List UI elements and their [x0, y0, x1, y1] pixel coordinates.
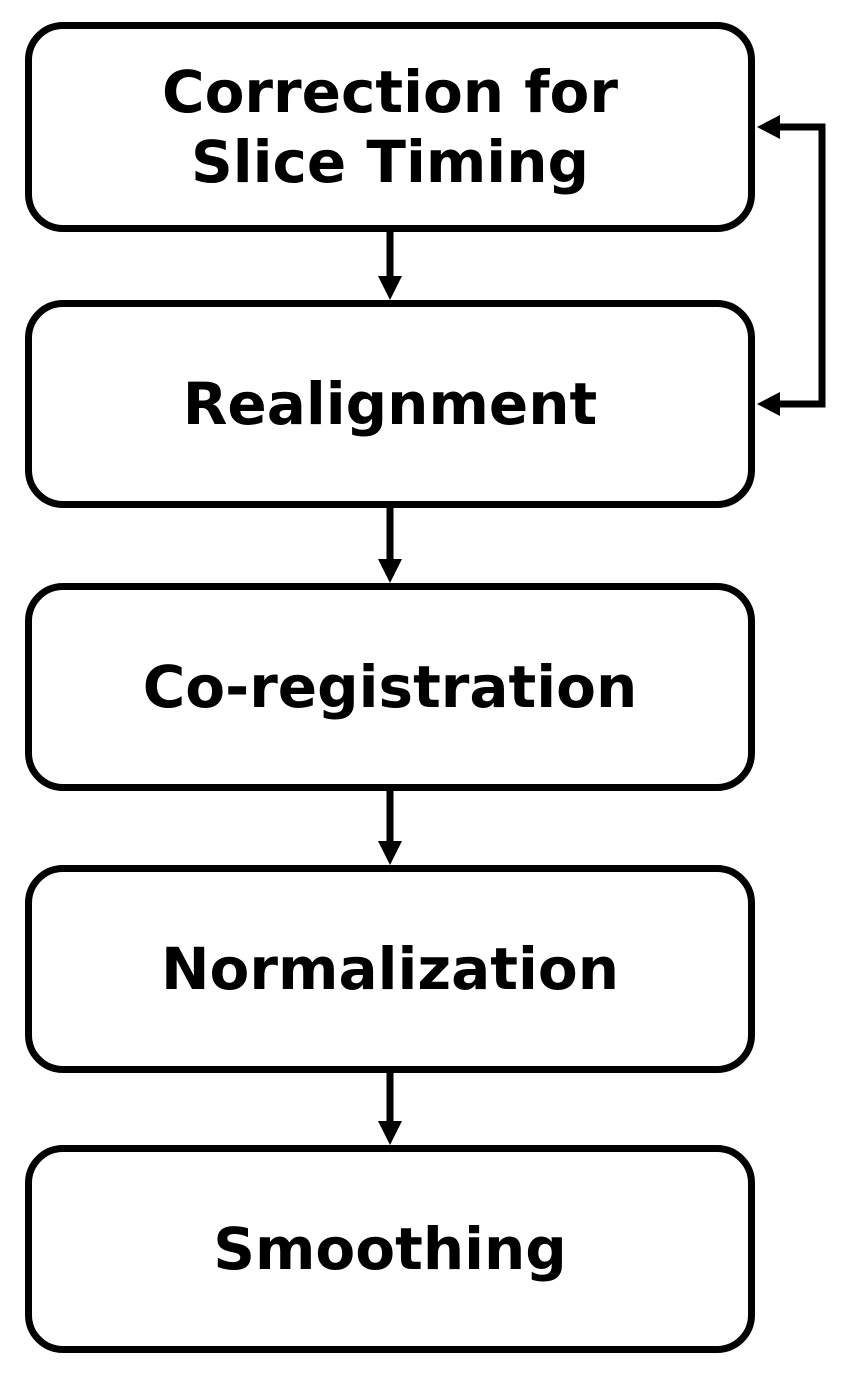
feedback-loop-line: [778, 123, 826, 408]
feedback-arrowhead-to-realignment: [757, 392, 780, 416]
step-coregistration-label: Co-registration: [142, 653, 638, 721]
step-coregistration: Co-registration: [25, 583, 755, 791]
step-normalization-label: Normalization: [161, 935, 619, 1003]
step-normalization: Normalization: [25, 865, 755, 1073]
arrowhead-realignment-to-coregistration: [378, 559, 402, 583]
step-slice-timing-line2: Slice Timing: [190, 128, 589, 196]
step-smoothing: Smoothing: [25, 1145, 755, 1353]
step-slice-timing-line1: Correction for: [162, 58, 618, 126]
arrowhead-coregistration-to-normalization: [378, 841, 402, 865]
feedback-arrowhead-to-correction: [757, 115, 780, 139]
arrowhead-correction-to-realignment: [378, 276, 402, 300]
step-smoothing-label: Smoothing: [213, 1215, 567, 1283]
step-slice-timing-label: Correction for Slice Timing: [162, 57, 618, 197]
arrowhead-normalization-to-smoothing: [378, 1121, 402, 1145]
step-realignment: Realignment: [25, 300, 755, 508]
step-slice-timing-correction: Correction for Slice Timing: [25, 22, 755, 232]
step-realignment-label: Realignment: [182, 370, 598, 438]
